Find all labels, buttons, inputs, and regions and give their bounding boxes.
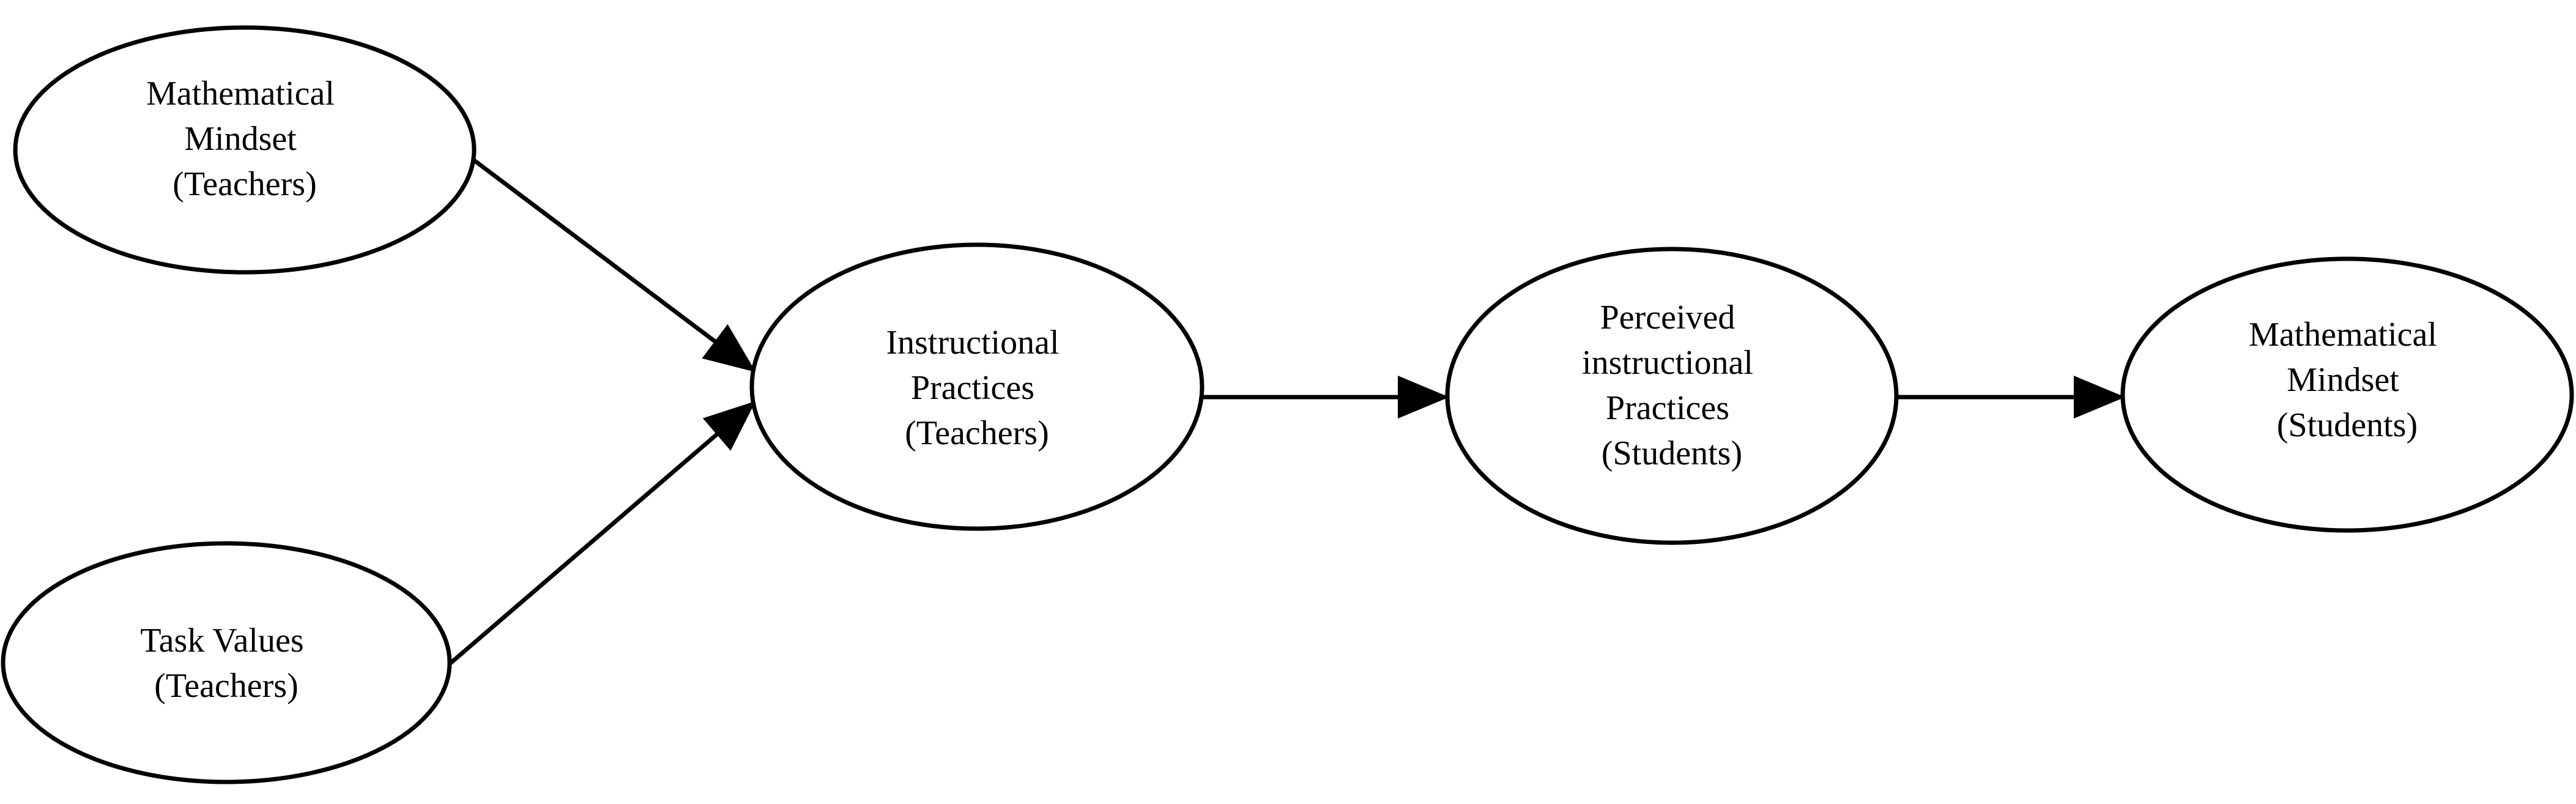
arrow-mm-teachers-to-ip-teachers bbox=[472, 158, 756, 373]
node-label-line: Practices bbox=[911, 369, 1034, 407]
node-label-line: (Teachers) bbox=[905, 414, 1049, 452]
node-label-line: Task Values bbox=[140, 622, 303, 660]
node-label-line: Instructional bbox=[886, 324, 1059, 362]
node-label: Mathematical Mindset (Students) bbox=[2249, 316, 2446, 444]
node-tv-teachers: Task Values (Teachers) bbox=[1, 541, 452, 784]
node-mm-teachers: Mathematical Mindset (Teachers) bbox=[13, 25, 477, 275]
node-label-line: (Teachers) bbox=[154, 667, 298, 705]
node-label-line: Mathematical bbox=[146, 75, 335, 113]
node-label-line: (Students) bbox=[1602, 434, 1742, 472]
node-ellipse bbox=[1445, 247, 1899, 545]
edges bbox=[448, 158, 2125, 666]
node-label-line: (Students) bbox=[2277, 406, 2418, 444]
node-label-line: Mathematical bbox=[2249, 316, 2437, 354]
node-label-line: Mindset bbox=[184, 120, 297, 158]
node-mm-students: Mathematical Mindset (Students) bbox=[2120, 256, 2574, 533]
node-label-line: Practices bbox=[1606, 389, 1729, 427]
arrow-tv-teachers-to-ip-teachers bbox=[448, 401, 756, 666]
node-ellipse bbox=[1, 541, 452, 784]
node-label: Mathematical Mindset (Teachers) bbox=[146, 75, 343, 203]
node-ellipse bbox=[13, 25, 477, 275]
node-label: Perceived instructional Practices (Stude… bbox=[1582, 299, 1762, 472]
node-label-line: Mindset bbox=[2287, 361, 2399, 399]
node-label: Instructional Practices (Teachers) bbox=[886, 324, 1067, 452]
node-label-line: (Teachers) bbox=[173, 165, 316, 203]
node-label-line: Perceived bbox=[1600, 299, 1735, 337]
node-label: Task Values (Teachers) bbox=[140, 622, 312, 705]
node-label-line: instructional bbox=[1582, 344, 1753, 382]
node-ellipse bbox=[2120, 256, 2574, 533]
node-ellipse bbox=[749, 242, 1204, 531]
node-ip-teachers: Instructional Practices (Teachers) bbox=[749, 242, 1204, 531]
node-pip-students: Perceived instructional Practices (Stude… bbox=[1445, 247, 1899, 545]
